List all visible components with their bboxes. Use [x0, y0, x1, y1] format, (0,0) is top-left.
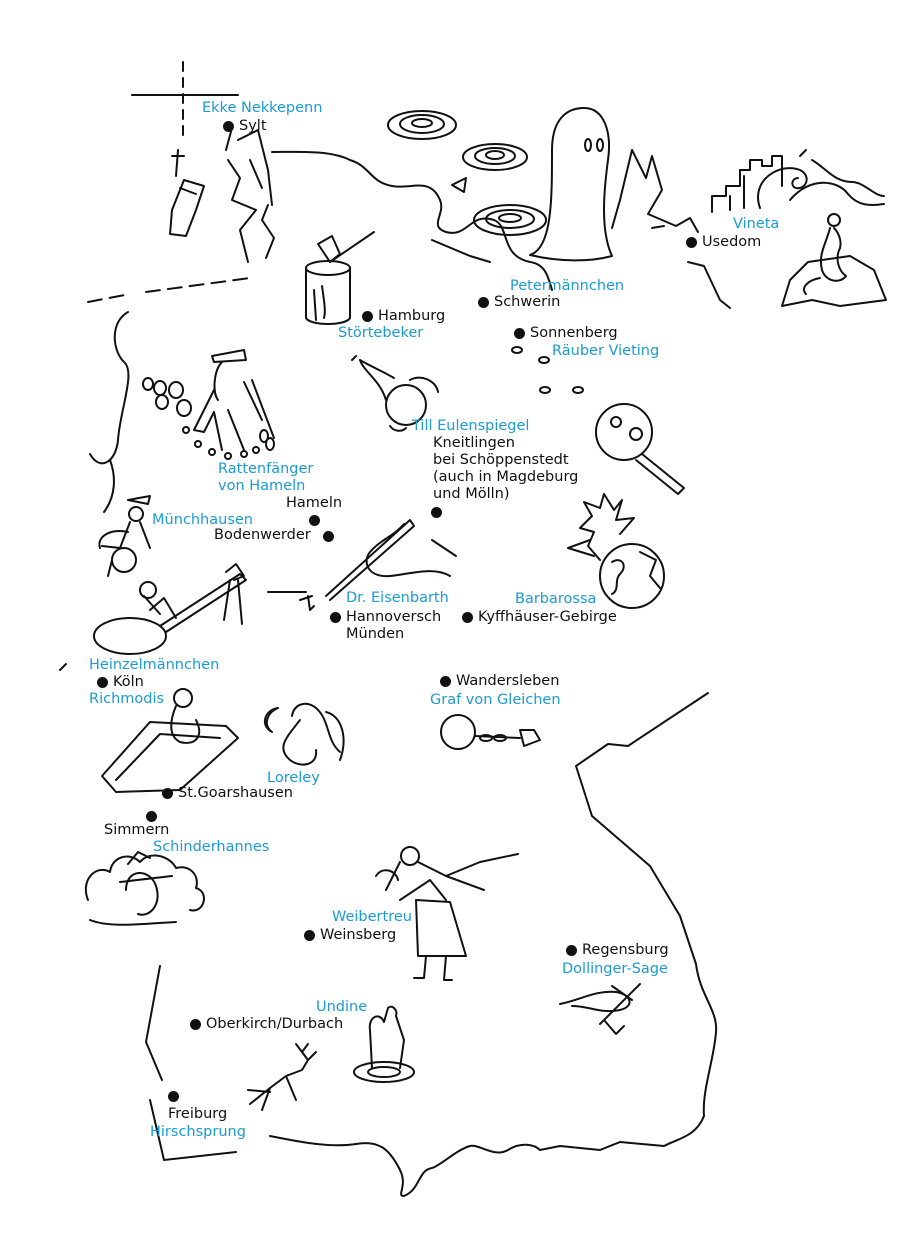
sword-cross-icon	[171, 149, 185, 177]
place-dot-koeln[interactable]	[97, 677, 108, 688]
robber-in-bushes-icon	[85, 851, 205, 926]
place-dot-freiburg[interactable]	[168, 1091, 179, 1102]
bubbles-icon	[511, 346, 584, 394]
place-label-sonnenberg[interactable]: Sonnenberg	[530, 325, 618, 341]
legend-label-loreley[interactable]: Loreley	[267, 770, 320, 786]
legend-label-vineta[interactable]: Vineta	[733, 216, 780, 232]
place-dot-kyffhaeuser[interactable]	[462, 612, 473, 623]
pied-piper-icon	[142, 349, 275, 460]
place-label-wandersleben[interactable]: Wandersleben	[456, 673, 560, 689]
legend-label-richmodis[interactable]: Richmodis	[89, 691, 165, 707]
leaping-stag-icon	[247, 1043, 317, 1111]
legend-label-undine[interactable]: Undine	[316, 999, 368, 1015]
woman-carrying-man-icon	[375, 846, 519, 981]
place-label-kneitlingen[interactable]: Kneitlingen bei Schöppenstedt (auch in M…	[433, 435, 579, 502]
place-label-usedom[interactable]: Usedom	[702, 234, 762, 250]
baron-riding-cannonball-icon	[98, 495, 151, 577]
city-waves-icon	[711, 149, 885, 213]
place-label-koeln[interactable]: Köln	[113, 674, 144, 690]
hand-from-water-icon	[353, 1005, 415, 1083]
legend-label-petermaennchen[interactable]: Petermännchen	[510, 278, 625, 294]
place-dot-stgoarshausen[interactable]	[162, 788, 173, 799]
legend-label-ekke-nekkepenn[interactable]: Ekke Nekkepenn	[202, 100, 323, 116]
place-label-hameln[interactable]: Hameln	[286, 495, 343, 511]
coffin-woman-icon	[101, 688, 239, 793]
place-dot-sylt[interactable]	[223, 121, 234, 132]
loreley-moon-icon	[263, 702, 345, 766]
legend-label-barbarossa[interactable]: Barbarossa	[515, 591, 597, 607]
place-dot-kneitlingen[interactable]	[431, 507, 442, 518]
legend-label-dr-eisenbarth[interactable]: Dr. Eisenbarth	[346, 590, 449, 606]
place-dot-wandersleben[interactable]	[440, 676, 451, 687]
place-label-schwerin[interactable]: Schwerin	[494, 294, 561, 310]
border-lines	[59, 61, 731, 1197]
legend-label-rattenfaenger[interactable]: Rattenfänger von Hameln	[218, 461, 314, 494]
place-label-hannmuenden[interactable]: Hannoversch Münden	[346, 609, 442, 642]
legend-label-till-eulenspiegel[interactable]: Till Eulenspiegel	[412, 418, 530, 434]
place-dot-regensburg[interactable]	[566, 945, 577, 956]
jester-icon	[351, 355, 439, 432]
place-label-freiburg[interactable]: Freiburg	[168, 1106, 228, 1122]
legend-label-schinderhannes[interactable]: Schinderhannes	[153, 839, 270, 855]
legend-label-raeuber-vieting[interactable]: Räuber Vieting	[552, 343, 660, 359]
place-dot-schwerin[interactable]	[478, 297, 489, 308]
mermaid-on-rock-icon	[781, 213, 887, 307]
hand-with-cross-icon	[559, 983, 641, 1035]
place-label-kyffhaeuser[interactable]: Kyffhäuser-Gebirge	[478, 609, 617, 625]
place-label-sylt[interactable]: Sylt	[239, 118, 267, 134]
place-label-hamburg[interactable]: Hamburg	[378, 308, 446, 324]
legend-label-weibertreu[interactable]: Weibertreu	[332, 909, 412, 925]
ghost-icon	[529, 107, 613, 262]
legend-label-graf-von-gleichen[interactable]: Graf von Gleichen	[430, 692, 561, 708]
paint-drip-icon	[307, 595, 315, 611]
place-dot-oberkirch[interactable]	[190, 1019, 201, 1030]
magnifier-icon	[595, 403, 685, 495]
spoon-catapult-icon	[93, 563, 247, 655]
legend-label-stoertebeker[interactable]: Störtebeker	[338, 325, 424, 341]
legend-label-muenchhausen[interactable]: Münchhausen	[152, 512, 253, 528]
place-label-bodenwerder[interactable]: Bodenwerder	[214, 527, 311, 543]
place-label-simmern[interactable]: Simmern	[104, 822, 170, 838]
ball-and-chain-icon	[440, 714, 541, 750]
boot-icon	[169, 179, 205, 237]
place-label-oberkirch[interactable]: Oberkirch/Durbach	[206, 1016, 344, 1032]
place-label-weinsberg[interactable]: Weinsberg	[320, 927, 397, 943]
hand-with-brush-icon	[267, 519, 457, 601]
place-dot-weinsberg[interactable]	[304, 930, 315, 941]
legend-label-heinzelmaennchen[interactable]: Heinzelmännchen	[89, 657, 220, 673]
exploding-globe-icon	[567, 493, 665, 609]
place-label-regensburg[interactable]: Regensburg	[582, 942, 669, 958]
place-dot-hannmuenden[interactable]	[330, 612, 341, 623]
place-dot-sonnenberg[interactable]	[514, 328, 525, 339]
axe-in-bucket-icon	[305, 231, 375, 325]
legend-label-dollinger-sage[interactable]: Dollinger-Sage	[562, 961, 668, 977]
place-dot-hamburg[interactable]	[362, 311, 373, 322]
place-dot-hameln[interactable]	[309, 515, 320, 526]
place-dot-usedom[interactable]	[686, 237, 697, 248]
legend-label-hirschsprung[interactable]: Hirschsprung	[150, 1124, 246, 1140]
whirlpool-icon	[387, 110, 547, 236]
place-dot-bodenwerder[interactable]	[323, 531, 334, 542]
place-dot-simmern[interactable]	[146, 811, 157, 822]
place-label-stgoarshausen[interactable]: St.Goarshausen	[178, 785, 293, 801]
